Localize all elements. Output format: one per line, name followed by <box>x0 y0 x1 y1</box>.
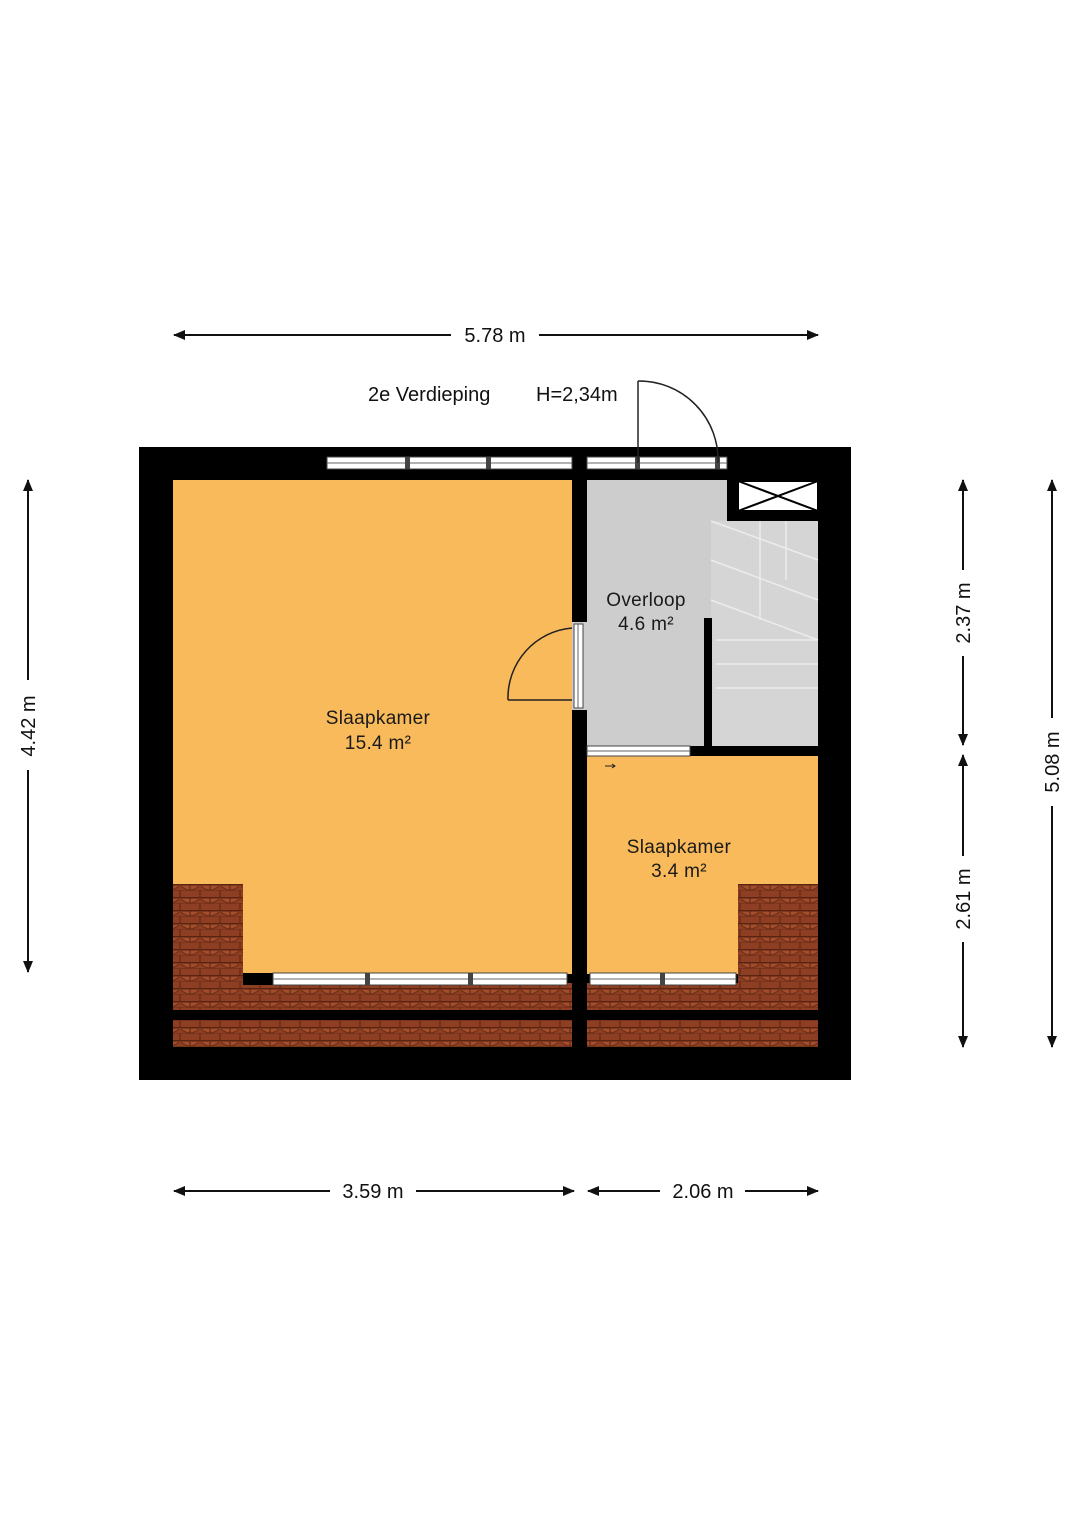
wall-lower-strip <box>173 1010 818 1020</box>
dimension-bottom-left: 3.59 m <box>173 1181 575 1203</box>
window-top-right <box>586 456 728 470</box>
dimension-right-upper-label: 2.37 m <box>953 582 975 643</box>
dimension-right-lower: 2.61 m <box>953 754 975 1048</box>
dimension-top-width: 5.78 m <box>173 325 819 347</box>
door-balcony <box>637 380 719 464</box>
stair-steps <box>710 520 819 689</box>
dimension-bottom-right-label: 2.06 m <box>672 1181 733 1203</box>
dimension-right-upper: 2.37 m <box>953 479 975 746</box>
dimension-bottom-left-label: 3.59 m <box>342 1181 403 1203</box>
dimension-left-height: 4.42 m <box>18 479 40 973</box>
window-top-left <box>326 456 573 470</box>
small-arrow-icon <box>605 763 616 769</box>
room-area-slaapkamer-small: 3.4 m² <box>651 861 707 882</box>
dimension-top-width-label: 5.78 m <box>464 325 525 347</box>
room-area-overloop: 4.6 m² <box>618 614 674 635</box>
door-overloop-to-bedroom <box>507 622 587 710</box>
window-bottom-left <box>243 972 568 986</box>
room-name-slaapkamer-large: Slaapkamer <box>326 708 431 729</box>
dimension-right-lower-label: 2.61 m <box>953 868 975 929</box>
room-name-overloop: Overloop <box>606 590 686 611</box>
door-small-bedroom <box>586 745 691 757</box>
roof-tiles-eave <box>173 1020 818 1047</box>
dimension-left-height-label: 4.42 m <box>18 695 40 756</box>
dimension-right-total: 5.08 m <box>1042 479 1064 1048</box>
room-name-slaapkamer-small: Slaapkamer <box>627 837 732 858</box>
dimension-right-total-label: 5.08 m <box>1042 731 1064 792</box>
floor-name: 2e Verdieping <box>368 384 490 406</box>
dimension-bottom-right: 2.06 m <box>587 1181 819 1203</box>
wall-overloop-bottom <box>690 746 818 756</box>
floor-height: H=2,34m <box>536 384 618 406</box>
wall-bottom-divider <box>572 974 587 1054</box>
room-area-slaapkamer-large: 15.4 m² <box>345 733 412 754</box>
stair-rail <box>704 618 712 746</box>
shaft-cross <box>737 480 819 512</box>
window-bottom-right <box>589 972 737 986</box>
wall-divider-vertical <box>572 447 587 974</box>
roof-tiles-bottom <box>173 983 818 1010</box>
